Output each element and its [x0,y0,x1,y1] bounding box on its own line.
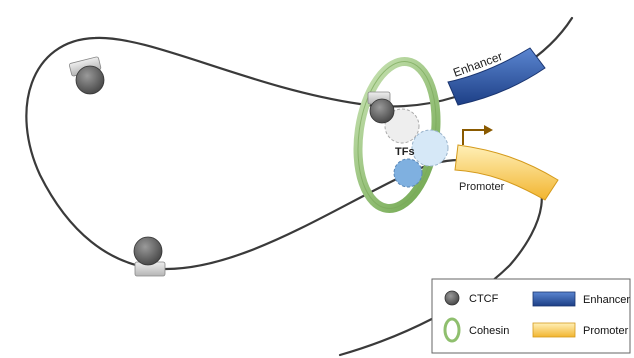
transcription-arrow [462,129,484,145]
tf-grey [384,108,420,144]
legend-ctcf-label: CTCF [469,293,499,305]
legend-promoter-label: Promoter [583,325,629,337]
legend: CTCF Enhancer Cohesin Promoter [431,278,631,354]
legend-box [431,278,631,354]
legend-cohesin-label: Cohesin [469,325,509,337]
promoter-segment [454,144,559,201]
ctcf-protein [75,65,105,95]
legend-promoter-swatch [532,322,576,338]
legend-enhancer-label: Enhancer [583,294,630,306]
tf-blue [393,158,423,188]
promoter-label: Promoter [459,181,505,193]
transcription-arrowhead [484,125,493,135]
legend-cohesin-swatch [443,317,461,343]
legend-ctcf-swatch [444,290,460,306]
tf-lightblue [411,129,449,167]
legend-enhancer-swatch [532,291,576,307]
ctcf-protein [369,98,395,124]
tfs-label: TFs [395,146,415,158]
enhancer-segment [447,47,546,106]
ctcf-protein [133,236,163,266]
